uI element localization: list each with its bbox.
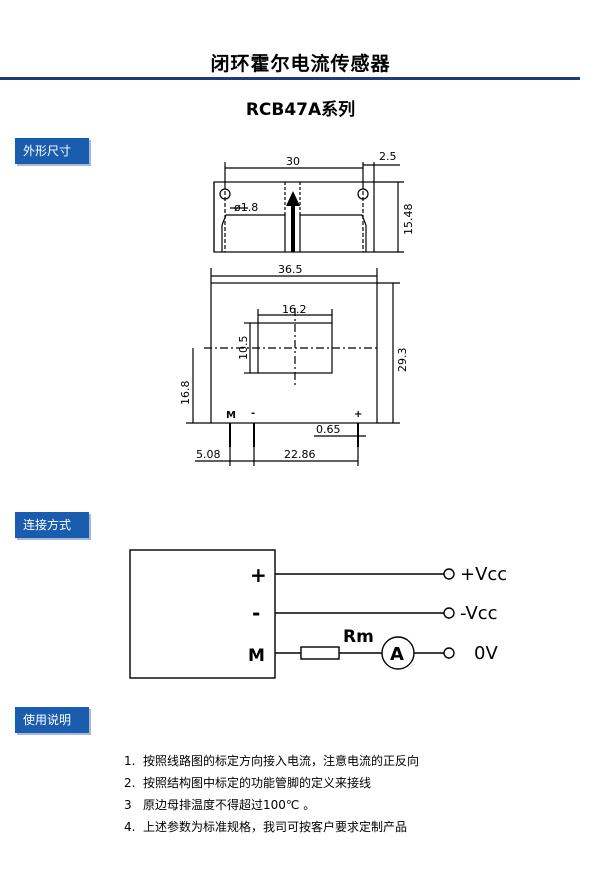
dim-overall-height: 29.3 (396, 348, 409, 373)
terminal-plus-vcc (443, 568, 455, 580)
title-divider (0, 77, 580, 80)
resistor-rm (300, 646, 340, 660)
terminal-minus-vcc (443, 607, 455, 619)
section-tag-connection: 连接方式 (15, 512, 89, 538)
page-subtitle: RCB47A系列 (245, 100, 356, 120)
pin-label-m: M (226, 410, 236, 421)
current-direction-arrow (286, 191, 300, 206)
dim-pin-spacing-left: 5.08 (196, 448, 221, 461)
dim-top-height: 15.48 (402, 204, 415, 236)
resistor-label: Rm (343, 627, 374, 647)
conn-pin-m: M (248, 646, 265, 666)
dim-window-width: 16.2 (282, 303, 307, 316)
terminal-label-minus-vcc: -Vcc (460, 603, 498, 624)
conn-pin-plus: + (250, 563, 267, 587)
dim-hole-diameter: ø1.8 (234, 201, 258, 214)
dim-window-center-height: 16.8 (179, 381, 192, 406)
conn-pin-minus: - (252, 601, 260, 625)
dim-top-width: 30 (286, 155, 300, 168)
section-tag-dimensions: 外形尺寸 (15, 138, 89, 164)
front-view-body (210, 282, 378, 424)
dim-pin-width: 0.65 (316, 423, 341, 436)
dim-window-height: 10.5 (237, 336, 250, 361)
terminal-label-0v: 0V (474, 643, 498, 664)
page-title: 闭环霍尔电流传感器 (210, 53, 391, 75)
dim-top-offset: 2.5 (379, 150, 397, 163)
usage-note: 4.上述参数为标准规格，我司可按客户要求定制产品 (124, 820, 408, 834)
pin-label-plus: + (354, 409, 362, 420)
dim-overall-width: 36.5 (278, 263, 303, 276)
ammeter-label: A (390, 644, 404, 665)
usage-notes-list: 1.按照线路图的标定方向接入电流，注意电流的正反向 2.按照结构图中标定的功能管… (124, 750, 419, 838)
terminal-label-plus-vcc: +Vcc (460, 564, 507, 585)
usage-note: 1.按照线路图的标定方向接入电流，注意电流的正反向 (124, 754, 420, 768)
section-tag-usage: 使用说明 (15, 707, 89, 733)
terminal-0v (443, 647, 455, 659)
usage-note: 2.按照结构图中标定的功能管脚的定义来接线 (124, 776, 372, 790)
pin-label-minus: - (251, 408, 255, 419)
sensor-box (129, 549, 276, 679)
dim-pin-spacing-right: 22.86 (284, 448, 316, 461)
